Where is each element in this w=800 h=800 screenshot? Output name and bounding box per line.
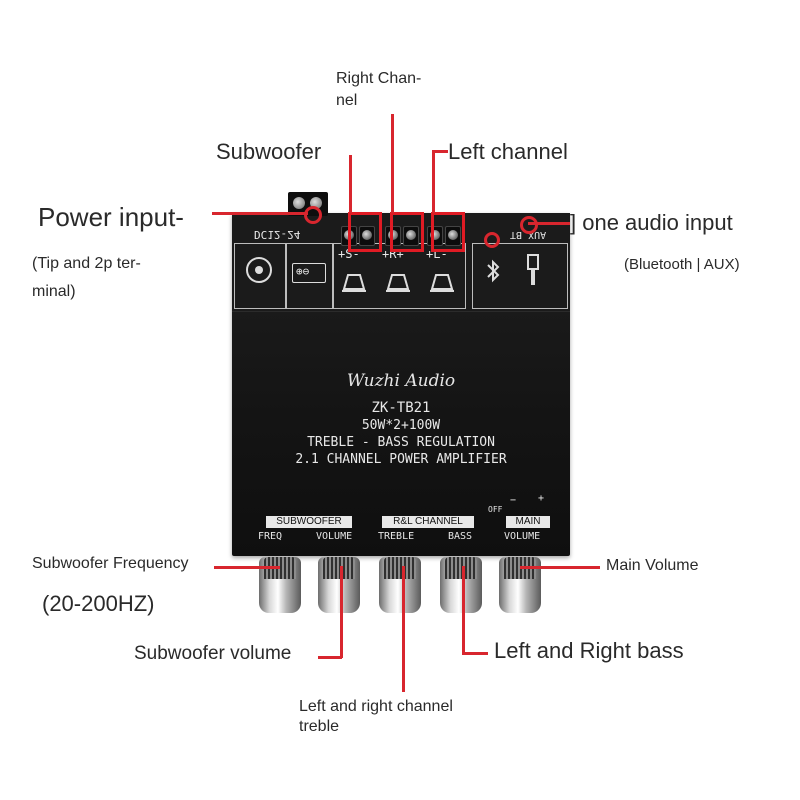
group-main: MAIN [506,516,550,528]
label-left-channel: Left channel [448,139,568,164]
label-right-channel-1: Right Chan- [336,70,422,87]
callout-box-left [431,212,465,252]
knob-label-volume: VOLUME [316,531,353,542]
label-sub-frequency: Subwoofer Frequency [32,555,189,572]
speaker-icon [428,271,456,293]
group-rl-channel: R&L CHANNEL [382,516,474,528]
dc-label: DC12-24 [254,228,301,241]
power-terminal-icon: ⊕⊖ [292,263,326,283]
model-name: ZK-TB21 [371,400,431,416]
dc-jack-frame [234,243,286,309]
plus-label: + [538,493,545,504]
speaker-icon [340,271,368,293]
callout-line-left [432,150,435,213]
minus-label: − [510,495,517,506]
callout-line-sub-volume [340,566,343,658]
group-subwoofer: SUBWOOFER [266,516,352,528]
callout-line-sub-volume-h [318,656,342,659]
callout-dot-bt [484,232,500,248]
brand-logo: Wuzhi Audio [346,371,456,391]
callout-dot-audio [520,216,538,234]
terminal-screw [445,226,461,246]
label-right-channel-2: nel [336,92,358,109]
callout-line-audio [528,222,570,225]
callout-line-right [391,114,394,213]
label-main-volume: Main Volume [606,557,699,574]
label-tip-1: (Tip and 2p ter- [32,255,141,272]
callout-line-left-h [432,150,448,153]
label-tip-2: minal) [32,283,76,300]
knob-label-bass: BASS [448,531,473,542]
callout-line-power [212,212,308,215]
callout-line-bass [462,566,465,654]
label-lr-bass: Left and Right bass [494,638,684,663]
connector-panel: DC12-24 ⊕⊖ +S- +R+ +L- AUX BT [232,213,570,312]
terminal-screw [385,226,401,246]
knob-label-treble: TREBLE [378,531,415,542]
input-frame [472,243,568,309]
power-terminal-frame [286,243,334,309]
power-rating: 50W*2+100W [361,418,441,433]
label-freq-range: (20-200HZ) [42,591,155,616]
sub-volume-knob[interactable] [318,557,360,613]
bluetooth-icon [484,257,504,285]
callout-line-bass-h [462,652,488,655]
callout-dot-power [304,206,322,224]
label-power-input: Power input- [38,202,184,232]
amplifier-type: 2.1 CHANNEL POWER AMPLIFIER [295,452,507,467]
speaker-icon [384,271,412,293]
amplifier-board: DC12-24 ⊕⊖ +S- +R+ +L- AUX BT [232,213,570,556]
knob-label-freq: FREQ [258,531,283,542]
regulation-text: TREBLE - BASS REGULATION [307,435,495,450]
label-subwoofer: Subwoofer [216,139,322,164]
terminal-screw [359,226,375,246]
callout-line-freq [214,566,280,569]
label-bt-aux: (Bluetooth | AUX) [624,256,740,273]
label-one-audio-input: ] one audio input [570,210,733,235]
off-label: OFF [488,505,503,514]
treble-knob[interactable] [379,557,421,613]
label-sub-volume: Subwoofer volume [134,643,292,664]
aux-jack-icon [522,253,544,289]
terminal-screw [403,226,419,246]
dc-jack-icon [246,257,272,283]
callout-line-main-volume [520,566,600,569]
callout-line-treble [402,566,405,692]
knob-label-main-volume: VOLUME [504,531,541,542]
label-treble-1: Left and right channel [299,698,453,715]
callout-line-sub [349,155,352,213]
callout-box-right [390,212,424,252]
callout-box-sub [348,212,382,252]
label-treble-2: treble [299,718,340,735]
bass-knob[interactable] [440,557,482,613]
